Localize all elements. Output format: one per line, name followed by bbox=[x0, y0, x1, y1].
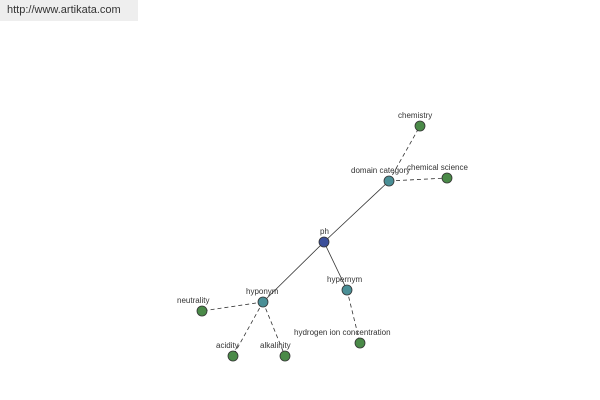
node-hypernym[interactable] bbox=[341, 284, 353, 296]
edges-layer bbox=[201, 125, 448, 357]
node-hydrogen-ion-concentration[interactable] bbox=[354, 337, 366, 349]
nodes-layer bbox=[196, 120, 453, 362]
node-hyponym[interactable] bbox=[257, 296, 269, 308]
edge-hyponym-to-neutrality bbox=[201, 301, 264, 312]
edge-hyponym-to-alkalinity bbox=[262, 301, 286, 357]
node-chemical-science[interactable] bbox=[441, 172, 453, 184]
node-label-acidity: acidity bbox=[216, 341, 239, 350]
edge-domain-category-to-chemical-science bbox=[388, 177, 448, 182]
node-label-chemistry: chemistry bbox=[398, 111, 432, 120]
node-ph[interactable] bbox=[318, 236, 330, 248]
node-neutrality[interactable] bbox=[196, 305, 208, 317]
node-label-domain-category: domain category bbox=[351, 166, 410, 175]
node-acidity[interactable] bbox=[227, 350, 239, 362]
labels-layer: ph domain category chemistry chemical scien… bbox=[177, 111, 468, 350]
node-label-neutrality: neutrality bbox=[177, 296, 209, 305]
edge-hyponym-to-acidity bbox=[232, 301, 264, 357]
node-label-hyponym: hyponym bbox=[246, 287, 279, 296]
edge-ph-to-hypernym bbox=[323, 241, 348, 291]
edge-ph-to-domain-category bbox=[323, 180, 390, 243]
node-label-hypernym: hypernym bbox=[327, 275, 362, 284]
edge-hypernym-to-hydrogen-ion-concentration bbox=[346, 289, 361, 344]
node-label-alkalinity: alkalinity bbox=[260, 341, 291, 350]
node-label-ph: ph bbox=[320, 227, 329, 236]
node-label-hydrogen-ion-concentration: hydrogen ion concentration bbox=[294, 328, 391, 337]
node-label-chemical-science: chemical science bbox=[407, 163, 468, 172]
node-domain-category[interactable] bbox=[383, 175, 395, 187]
edge-ph-to-hyponym bbox=[262, 241, 325, 303]
edge-domain-category-to-chemistry bbox=[388, 125, 421, 182]
node-chemistry[interactable] bbox=[414, 120, 426, 132]
node-alkalinity[interactable] bbox=[279, 350, 291, 362]
site-url-banner[interactable]: http://www.artikata.com bbox=[0, 0, 138, 21]
